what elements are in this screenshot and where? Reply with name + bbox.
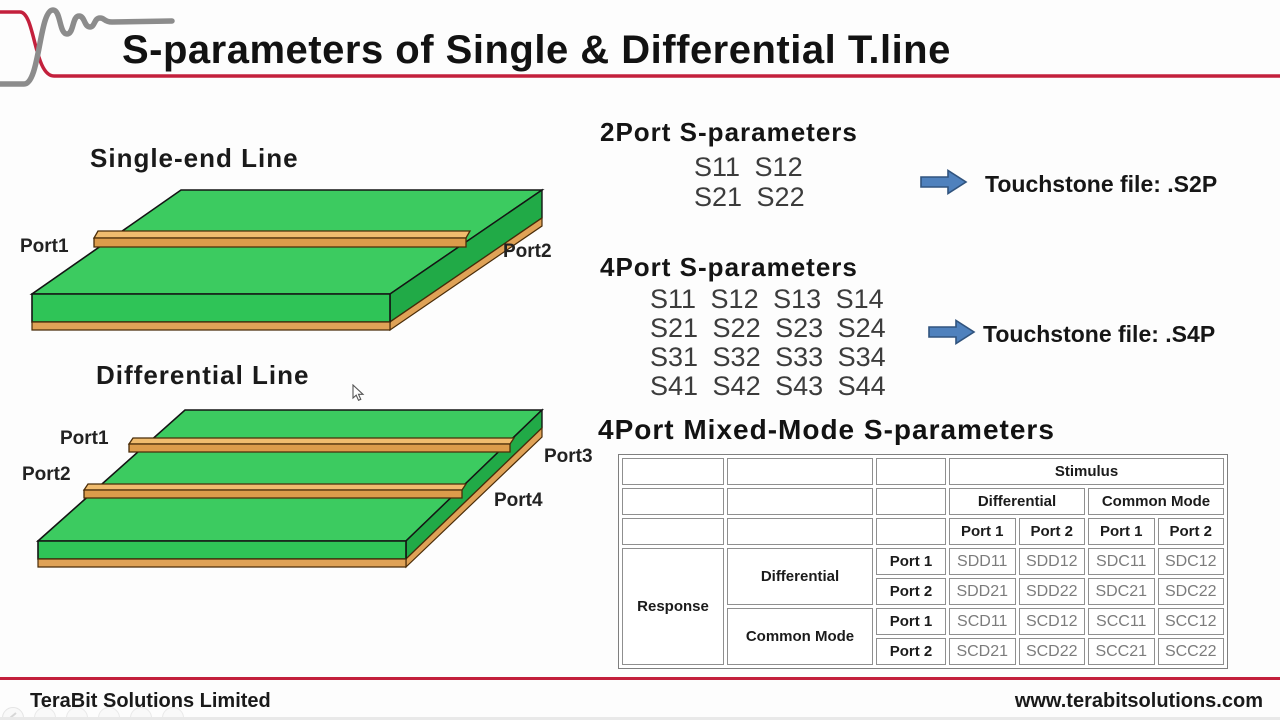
- single-port2-label: Port2: [503, 241, 552, 262]
- footer-company: TeraBit Solutions Limited: [30, 690, 271, 712]
- single-end-section-title: Single-end Line: [90, 143, 299, 173]
- signal-logo-icon: [0, 7, 1280, 87]
- sparam-cell: SCC22: [1157, 638, 1224, 665]
- empty-cell: [622, 518, 724, 545]
- response-port-cell: Port 2: [876, 578, 946, 605]
- sparam-cell: SCD11: [949, 608, 1016, 635]
- table-row: Response Differential Port 1 SDD11 SDD12…: [622, 548, 1224, 665]
- response-port-cell: Port 1: [876, 548, 946, 575]
- diff-port2-label: Port2: [22, 464, 71, 485]
- diff-port4-label: Port4: [494, 490, 543, 511]
- sparam-cell: SCC12: [1157, 608, 1224, 635]
- mixed-mode-heading: 4Port Mixed-Mode S-parameters: [598, 414, 1055, 445]
- table-row: Differential Common Mode: [622, 488, 1224, 515]
- empty-cell: [876, 518, 946, 545]
- sparam-cell: SDD22: [1018, 578, 1085, 605]
- empty-cell: [622, 458, 724, 485]
- empty-cell: [727, 488, 873, 515]
- table-row: Port 1 Port 2 Port 1 Port 2: [622, 518, 1224, 545]
- table-row: Port 2 SDD21 SDD22 SDC21 SDC22: [622, 578, 1224, 605]
- sparam-cell: SDD11: [949, 548, 1016, 575]
- two-port-matrix-row: S21 S22: [694, 182, 805, 212]
- mixed-mode-table: Stimulus Differential Common Mode Port 1…: [618, 454, 1228, 669]
- empty-cell: [876, 458, 946, 485]
- sparam-cell: SDC12: [1157, 548, 1224, 575]
- stimulus-port-cell: Port 2: [1157, 518, 1224, 545]
- sparam-cell: SDD21: [949, 578, 1016, 605]
- sparam-cell: SDC11: [1088, 548, 1155, 575]
- sparam-cell: SCD22: [1018, 638, 1085, 665]
- empty-cell: [727, 458, 873, 485]
- two-port-heading: 2Port S-parameters: [600, 117, 858, 147]
- empty-cell: [727, 518, 873, 545]
- response-differential-cell: Differential: [727, 548, 873, 605]
- four-port-matrix-row: S41 S42 S43 S44: [650, 371, 886, 401]
- table-row: Port 2 SCD21 SCD22 SCC21 SCC22: [622, 638, 1224, 665]
- slide-title: S-parameters of Single & Differential T.…: [122, 28, 951, 72]
- arrow-right-icon: [928, 319, 976, 345]
- single-port1-label: Port1: [20, 236, 69, 257]
- mouse-cursor-icon: [352, 384, 365, 402]
- empty-cell: [622, 488, 724, 515]
- sparam-cell: SCC11: [1088, 608, 1155, 635]
- sparam-cell: SDD12: [1018, 548, 1085, 575]
- sparam-cell: SCD12: [1018, 608, 1085, 635]
- two-port-matrix-row: S11 S12: [694, 152, 803, 182]
- response-port-cell: Port 2: [876, 638, 946, 665]
- footer-website: www.terabitsolutions.com: [1014, 690, 1263, 712]
- stimulus-port-cell: Port 1: [1088, 518, 1155, 545]
- response-port-cell: Port 1: [876, 608, 946, 635]
- diff-port3-label: Port3: [544, 446, 593, 467]
- four-port-matrix-row: S11 S12 S13 S14: [650, 284, 884, 314]
- stimulus-port-cell: Port 1: [949, 518, 1016, 545]
- sparam-cell: SDC21: [1088, 578, 1155, 605]
- touchstone-s2p-label: Touchstone file: .S2P: [985, 171, 1218, 197]
- progress-bar-remnant: [0, 717, 1280, 720]
- differential-section-title: Differential Line: [96, 360, 310, 390]
- four-port-matrix-row: S21 S22 S23 S24: [650, 313, 886, 343]
- table-row: Stimulus: [622, 458, 1224, 485]
- table-row: Common Mode Port 1 SCD11 SCD12 SCC11 SCC…: [622, 608, 1224, 665]
- differential-line-diagram: [35, 408, 544, 569]
- response-common-mode-cell: Common Mode: [727, 608, 873, 665]
- stimulus-differential-cell: Differential: [949, 488, 1085, 515]
- arrow-right-icon: [920, 169, 968, 195]
- sparam-cell: SCC21: [1088, 638, 1155, 665]
- touchstone-s4p-label: Touchstone file: .S4P: [983, 321, 1216, 347]
- sparam-cell: SCD21: [949, 638, 1016, 665]
- sparam-cell: SDC22: [1157, 578, 1224, 605]
- response-header-cell: Response: [622, 548, 724, 665]
- empty-cell: [876, 488, 946, 515]
- diff-port1-label: Port1: [60, 428, 109, 449]
- four-port-matrix-row: S31 S32 S33 S34: [650, 342, 886, 372]
- single-end-line-diagram: [29, 188, 545, 332]
- footer-divider: [0, 677, 1280, 680]
- four-port-heading: 4Port S-parameters: [600, 252, 858, 282]
- stimulus-header-cell: Stimulus: [949, 458, 1224, 485]
- stimulus-common-mode-cell: Common Mode: [1088, 488, 1224, 515]
- stimulus-port-cell: Port 2: [1018, 518, 1085, 545]
